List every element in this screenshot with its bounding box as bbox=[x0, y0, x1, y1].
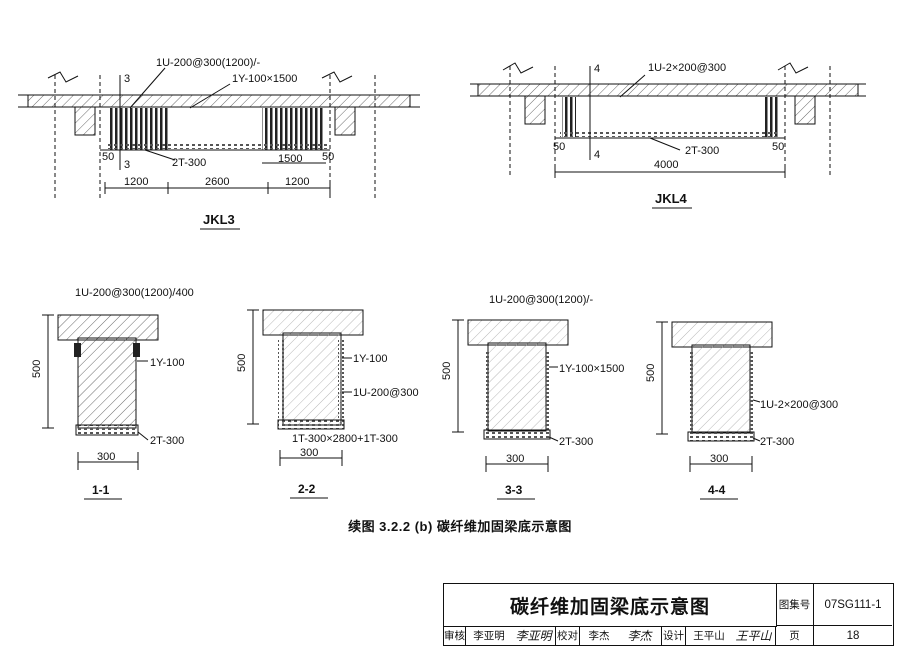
jkl4-cut-top: 4 bbox=[594, 63, 600, 75]
jkl3-elevation bbox=[18, 67, 420, 200]
sec4-label: 4-4 bbox=[708, 483, 726, 497]
jkl3-dim-3: 1200 bbox=[285, 176, 309, 188]
section-4-4 bbox=[656, 321, 773, 472]
atlas-label: 图集号 bbox=[776, 584, 814, 626]
jkl3-dim-1500: 1500 bbox=[278, 153, 302, 165]
jkl3-dim-50-right: 50 bbox=[322, 151, 334, 163]
review-label: 审核 bbox=[444, 626, 466, 645]
design-label: 设计 bbox=[662, 626, 686, 645]
sec3-note-top: 1U-200@300(1200)/- bbox=[489, 294, 593, 306]
sec3-width: 300 bbox=[506, 453, 524, 465]
jkl3-note-t: 2T-300 bbox=[172, 157, 206, 169]
section-1-1 bbox=[42, 314, 159, 470]
jkl4-slab bbox=[477, 83, 859, 97]
sec1-note-side: 1Y-100 bbox=[150, 357, 184, 369]
sec3-note-bottom: 2T-300 bbox=[559, 436, 593, 448]
check-name: 李杰 bbox=[588, 630, 610, 642]
page-label: 页 bbox=[776, 626, 814, 645]
sec2-note-bottom: 1T-300×2800+1T-300 bbox=[292, 433, 398, 445]
jkl3-cut-bottom: 3 bbox=[124, 159, 130, 171]
jkl4-note-t: 2T-300 bbox=[685, 145, 719, 157]
sec4-width: 300 bbox=[710, 453, 728, 465]
sec2-width: 300 bbox=[300, 447, 318, 459]
check-label: 校对 bbox=[556, 626, 580, 645]
sec2-note-mid: 1U-200@300 bbox=[353, 387, 419, 399]
jkl4-dim-span: 4000 bbox=[654, 159, 678, 171]
sec1-label: 1-1 bbox=[92, 483, 110, 497]
jkl3-dim-50-left: 50 bbox=[102, 151, 114, 163]
review-name: 李亚明 bbox=[473, 630, 505, 642]
jkl3-note-y: 1Y-100×1500 bbox=[232, 73, 297, 85]
design-name: 王平山 bbox=[693, 630, 725, 642]
jkl3-title: JKL3 bbox=[203, 212, 235, 227]
jkl4-dim-50-right: 50 bbox=[772, 141, 784, 153]
figure-caption: 续图 3.2.2 (b) 碳纤维加固梁底示意图 bbox=[348, 519, 572, 534]
sec1-height: 500 bbox=[31, 360, 43, 378]
sec4-note-side: 1U-2×200@300 bbox=[760, 399, 838, 411]
jkl3-dim-1: 1200 bbox=[124, 176, 148, 188]
jkl3-dim-2: 2600 bbox=[205, 176, 229, 188]
title-block-title: 碳纤维加固梁底示意图 bbox=[444, 584, 777, 627]
section-3-3 bbox=[452, 319, 569, 472]
jkl3-cut-top: 3 bbox=[124, 73, 130, 85]
jkl3-slab bbox=[27, 94, 411, 108]
sec1-width: 300 bbox=[97, 451, 115, 463]
section-2-2 bbox=[247, 309, 364, 466]
page-number: 18 bbox=[846, 629, 860, 642]
jkl4-elevation bbox=[470, 62, 866, 178]
jkl4-dim-50-left: 50 bbox=[553, 141, 565, 153]
jkl4-note-u: 1U-2×200@300 bbox=[648, 62, 726, 74]
jkl4-cut-bottom: 4 bbox=[594, 149, 600, 161]
atlas-number: 07SG111-1 bbox=[814, 584, 892, 626]
jkl4-right-strips bbox=[764, 97, 778, 137]
review-signature: 李亚明 bbox=[512, 626, 556, 645]
jkl4-title: JKL4 bbox=[655, 191, 688, 206]
sec1-note-top: 1U-200@300(1200)/400 bbox=[75, 287, 194, 299]
sec2-height: 500 bbox=[236, 354, 248, 372]
jkl3-note-u: 1U-200@300(1200)/- bbox=[156, 57, 260, 69]
check-signature: 李杰 bbox=[618, 626, 662, 645]
sec4-note-bottom: 2T-300 bbox=[760, 436, 794, 448]
sec3-label: 3-3 bbox=[505, 483, 523, 497]
sec3-note-side: 1Y-100×1500 bbox=[559, 363, 624, 375]
sec3-height: 500 bbox=[441, 362, 453, 380]
title-block: 碳纤维加固梁底示意图 图集号 07SG111-1 审核 李亚明 李亚明 校对 李… bbox=[443, 583, 894, 646]
sec2-label: 2-2 bbox=[298, 482, 316, 496]
jkl4-left-strips bbox=[562, 97, 576, 137]
design-signature: 王平山 bbox=[732, 626, 776, 645]
sec1-note-bottom: 2T-300 bbox=[150, 435, 184, 447]
sec2-note-side: 1Y-100 bbox=[353, 353, 387, 365]
sec4-height: 500 bbox=[645, 364, 657, 382]
